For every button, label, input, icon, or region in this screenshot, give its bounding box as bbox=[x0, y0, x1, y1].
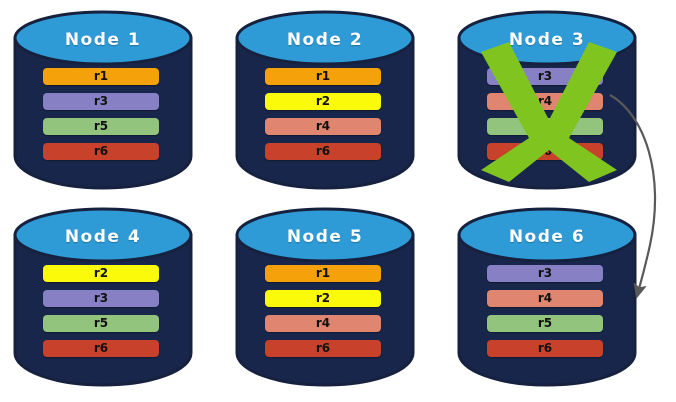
replica-bar[interactable]: r4 bbox=[265, 315, 381, 332]
replica-bar[interactable]: r6 bbox=[487, 340, 603, 357]
replica-label: r1 bbox=[315, 69, 331, 83]
replica-label: r2 bbox=[315, 291, 331, 305]
replica-list-3: r3 r4 r5 r6 bbox=[487, 68, 603, 168]
replica-label: r6 bbox=[537, 144, 553, 158]
replica-label: r5 bbox=[537, 316, 553, 330]
replica-label: r6 bbox=[93, 144, 109, 158]
replica-list-1: r1 r3 r5 r6 bbox=[43, 68, 159, 168]
node-cylinder-3[interactable]: Node 3 r3 r4 r5 r6 bbox=[457, 8, 637, 190]
node-cylinder-1[interactable]: Node 1 r1 r3 r5 r6 bbox=[13, 8, 193, 190]
replica-bar[interactable]: r3 bbox=[43, 290, 159, 307]
replica-label: r4 bbox=[537, 94, 553, 108]
replica-bar[interactable]: r1 bbox=[265, 265, 381, 282]
replica-bar[interactable]: r2 bbox=[43, 265, 159, 282]
replica-label: r4 bbox=[315, 119, 331, 133]
node-cylinder-4[interactable]: Node 4 r2 r3 r5 r6 bbox=[13, 205, 193, 387]
replica-bar[interactable]: r1 bbox=[265, 68, 381, 85]
replica-bar[interactable]: r4 bbox=[487, 290, 603, 307]
replica-label: r3 bbox=[93, 291, 109, 305]
replica-label: r5 bbox=[93, 119, 109, 133]
replica-label: r6 bbox=[315, 144, 331, 158]
replica-bar[interactable]: r1 bbox=[43, 68, 159, 85]
replica-label: r6 bbox=[93, 341, 109, 355]
replica-label: r6 bbox=[315, 341, 331, 355]
replica-label: r3 bbox=[93, 94, 109, 108]
replica-bar[interactable]: r5 bbox=[43, 315, 159, 332]
replica-bar[interactable]: r5 bbox=[487, 315, 603, 332]
replica-label: r6 bbox=[537, 341, 553, 355]
replica-label: r5 bbox=[93, 316, 109, 330]
replica-label: r1 bbox=[315, 266, 331, 280]
replica-list-6: r3 r4 r5 r6 bbox=[487, 265, 603, 365]
replica-bar[interactable]: r5 bbox=[487, 118, 603, 135]
replica-bar[interactable]: r6 bbox=[43, 340, 159, 357]
replica-bar[interactable]: r5 bbox=[43, 118, 159, 135]
replica-bar[interactable]: r3 bbox=[487, 68, 603, 85]
replica-label: r4 bbox=[315, 316, 331, 330]
replica-bar[interactable]: r6 bbox=[265, 143, 381, 160]
replica-bar[interactable]: r6 bbox=[43, 143, 159, 160]
replica-bar[interactable]: r6 bbox=[487, 143, 603, 160]
replica-list-5: r1 r2 r4 r6 bbox=[265, 265, 381, 365]
replica-bar[interactable]: r6 bbox=[265, 340, 381, 357]
replica-bar[interactable]: r2 bbox=[265, 290, 381, 307]
replica-bar[interactable]: r4 bbox=[487, 93, 603, 110]
replica-label: r5 bbox=[537, 119, 553, 133]
node-cylinder-6[interactable]: Node 6 r3 r4 r5 r6 bbox=[457, 205, 637, 387]
replica-label: r3 bbox=[537, 266, 553, 280]
replica-label: r3 bbox=[537, 69, 553, 83]
node-cylinder-2[interactable]: Node 2 r1 r2 r4 r6 bbox=[235, 8, 415, 190]
replica-list-4: r2 r3 r5 r6 bbox=[43, 265, 159, 365]
replica-bar[interactable]: r2 bbox=[265, 93, 381, 110]
replica-bar[interactable]: r3 bbox=[487, 265, 603, 282]
replica-bar[interactable]: r3 bbox=[43, 93, 159, 110]
replica-label: r2 bbox=[315, 94, 331, 108]
replica-label: r1 bbox=[93, 69, 109, 83]
replica-list-2: r1 r2 r4 r6 bbox=[265, 68, 381, 168]
replica-bar[interactable]: r4 bbox=[265, 118, 381, 135]
replica-label: r2 bbox=[93, 266, 109, 280]
replica-label: r4 bbox=[537, 291, 553, 305]
node-cylinder-5[interactable]: Node 5 r1 r2 r4 r6 bbox=[235, 205, 415, 387]
